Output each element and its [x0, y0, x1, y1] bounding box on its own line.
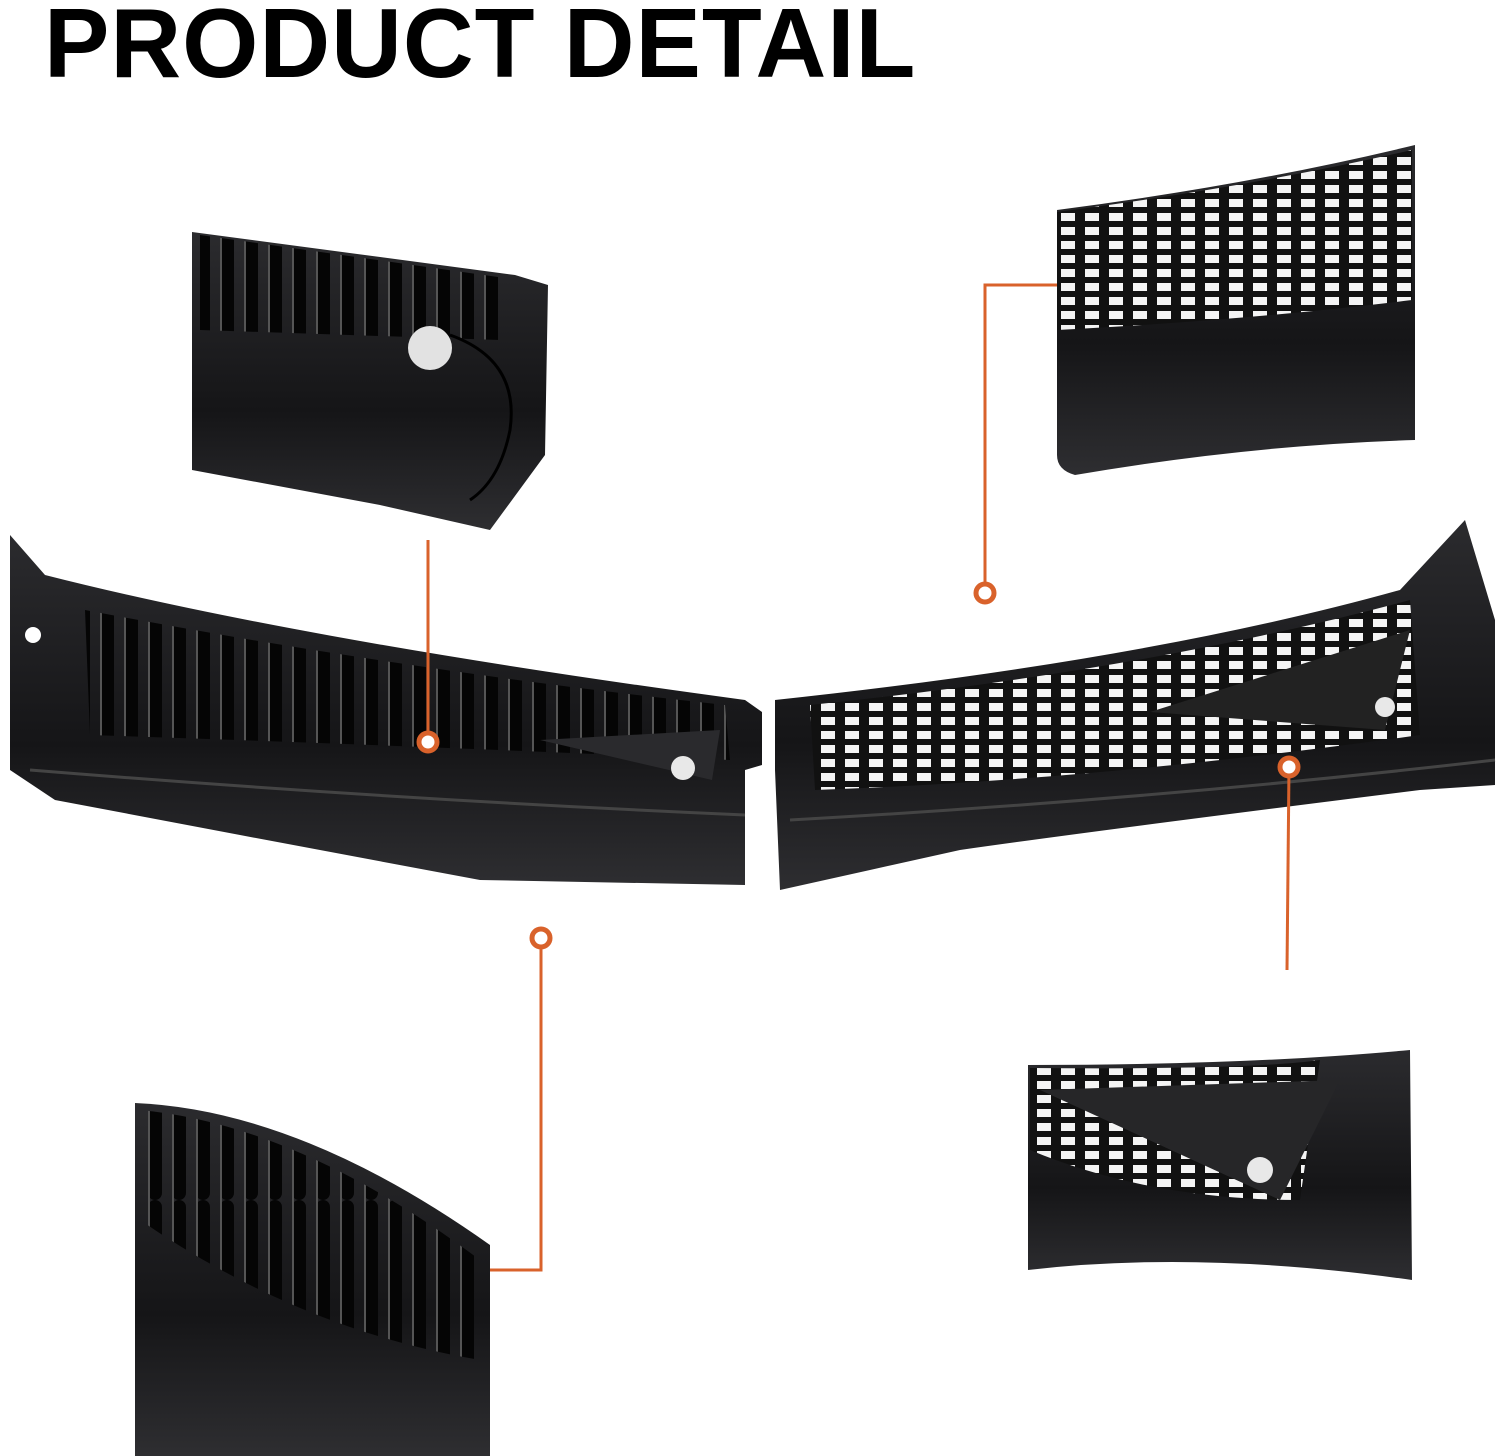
right-cowl-panel: [775, 520, 1496, 890]
callout-louvers: [490, 926, 553, 1272]
detail-inset-louvers: [135, 1103, 490, 1456]
detail-inset-mesh-grille: [1057, 145, 1415, 475]
callout-wiper-bracket: [1277, 755, 1301, 971]
left-cowl-panel: [10, 535, 762, 885]
detail-inset-wiper-bracket: [1028, 1050, 1412, 1280]
page-title: PRODUCT DETAIL: [44, 0, 917, 98]
detail-inset-wiper-cable: [192, 232, 548, 530]
callout-wiper-cable: [416, 540, 440, 754]
callout-mesh-grille: [973, 283, 1057, 605]
